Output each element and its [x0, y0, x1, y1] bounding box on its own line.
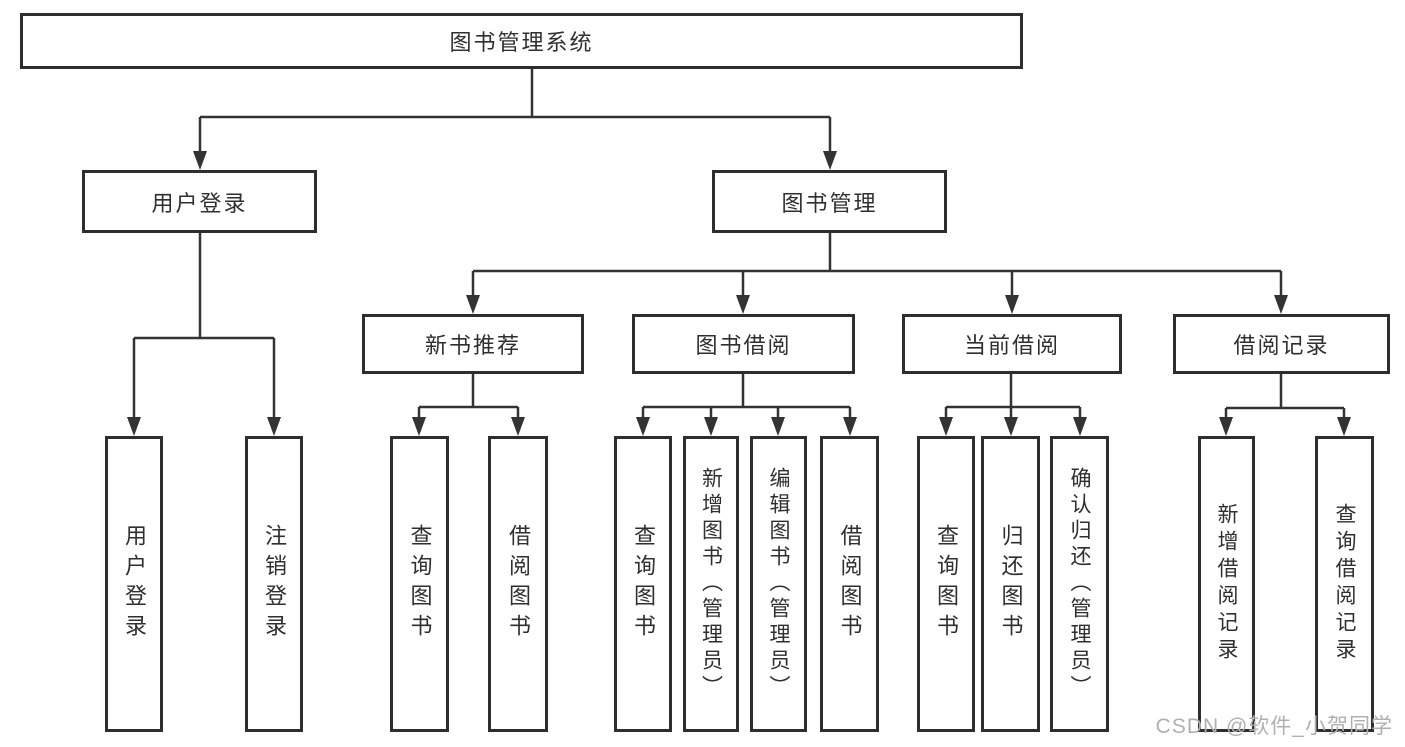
node-book-borrowing: 图书借阅	[632, 314, 855, 374]
leaf-query-borrow-record: 查询借阅记录	[1315, 436, 1374, 732]
node-current-borrowing: 当前借阅	[902, 314, 1122, 374]
node-book-management: 图书管理	[712, 170, 947, 233]
leaf-query-books-borrow: 查询图书	[614, 436, 672, 732]
leaf-confirm-return-admin: 确认归还（管理员）	[1050, 436, 1109, 732]
node-user-login: 用户登录	[82, 170, 317, 233]
node-library-management-system: 图书管理系统	[20, 13, 1023, 69]
leaf-query-books-current: 查询图书	[917, 436, 975, 732]
leaf-borrow-books: 借阅图书	[820, 436, 879, 732]
arrowhead-icons	[127, 151, 1351, 436]
leaf-edit-books-admin: 编辑图书（管理员）	[750, 436, 807, 732]
leaf-return-books: 归还图书	[981, 436, 1040, 732]
leaf-logout: 注销登录	[245, 436, 303, 732]
leaf-add-books-admin: 新增图书（管理员）	[683, 436, 739, 732]
node-new-book-recommendation: 新书推荐	[362, 314, 584, 374]
leaf-query-books-recommend: 查询图书	[390, 436, 449, 732]
csdn-watermark: CSDN @软件_小贺同学	[1155, 715, 1393, 738]
node-borrowing-records: 借阅记录	[1173, 314, 1390, 374]
leaf-add-borrow-record: 新增借阅记录	[1198, 436, 1255, 732]
leaf-user-login: 用户登录	[105, 436, 163, 732]
leaf-borrow-books-recommend: 借阅图书	[488, 436, 548, 732]
